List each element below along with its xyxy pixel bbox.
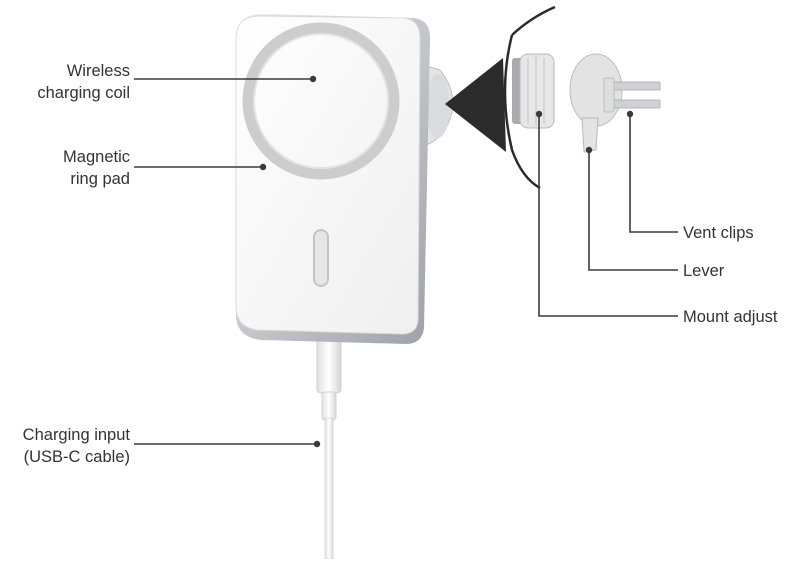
label-wireless-coil-line1: Wireless (66, 62, 130, 80)
label-mount-adjust: Mount adjust (683, 308, 778, 326)
charging-pad (235, 14, 430, 344)
label-magnetic-ring-line1: Magnetic (63, 148, 130, 166)
leader-vent-clips (629, 114, 678, 233)
zoom-inset (503, 5, 661, 190)
label-lever: Lever (683, 262, 725, 280)
leader-lever (588, 150, 678, 271)
label-vent-clips: Vent clips (683, 224, 754, 242)
label-wireless-coil-line2: charging coil (37, 84, 130, 102)
vent-clips (603, 77, 661, 113)
ball-mount (421, 64, 454, 147)
leader-dot-ring (259, 163, 267, 171)
magnetic-ring (242, 22, 400, 180)
label-charging-input-line2: (USB-C cable) (23, 448, 130, 466)
usb-c-cable (316, 337, 342, 560)
label-charging-input: Charging input (USB-C cable) (2, 424, 130, 468)
leader-dot-cable (313, 440, 321, 448)
leader-dot-coil (309, 75, 317, 83)
lever (581, 117, 599, 153)
label-charging-input-line1: Charging input (22, 426, 130, 444)
mount-adjust-knob (512, 53, 555, 129)
label-wireless-coil: Wireless charging coil (4, 60, 130, 104)
leader-mount-adjust (538, 114, 678, 317)
label-magnetic-ring-line2: ring pad (70, 170, 130, 188)
label-magnetic-ring: Magnetic ring pad (4, 146, 130, 190)
callout-pointer (445, 58, 506, 152)
leader-lines (134, 75, 678, 448)
alignment-slot (313, 229, 329, 287)
